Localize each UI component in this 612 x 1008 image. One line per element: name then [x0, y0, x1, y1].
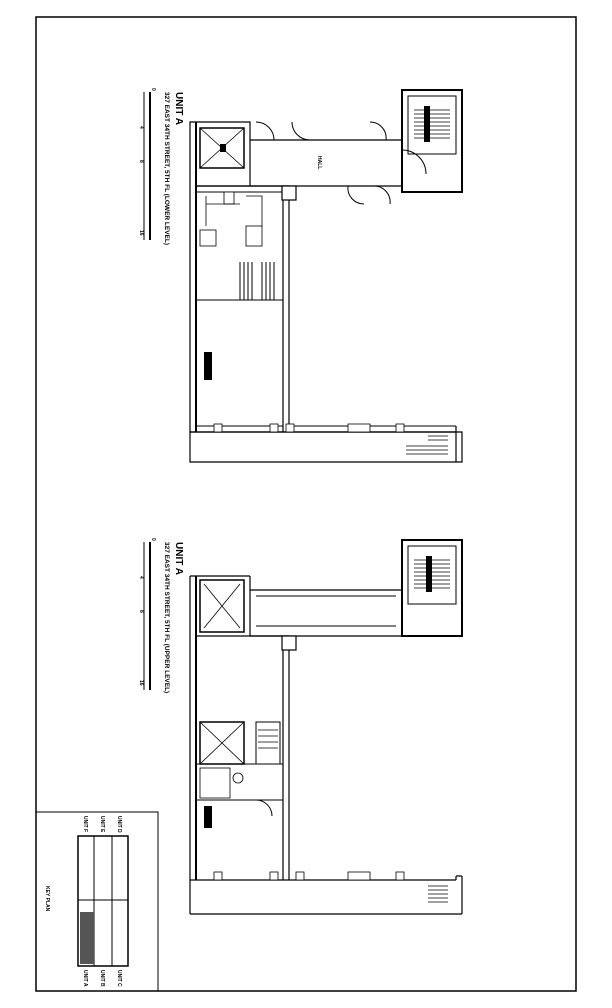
lower-scale-label-0: 0 — [150, 538, 156, 541]
upper-scale-label-16: 16 — [138, 230, 144, 236]
elevator-shaft — [199, 127, 245, 169]
key-plan-highlight — [80, 912, 94, 964]
elevator-shaft-top — [199, 579, 245, 633]
upper-scale-label-0: 0 — [150, 88, 156, 91]
key-unit-f: UNIT F — [82, 816, 88, 832]
upper-plan-title: UNIT A — [173, 92, 184, 125]
key-plan: KEY PLAN UNIT A UNIT B UNIT C UNIT D UNI… — [35, 811, 159, 992]
lower-scale-label-16: 16 — [138, 680, 144, 686]
key-unit-c: UNIT C — [116, 970, 122, 987]
upper-plan-subtitle: 327 EAST 34TH STREET, 5TH FL (LOWER LEVE… — [163, 92, 170, 245]
stair-tower — [401, 89, 463, 193]
stair-tower-top — [401, 539, 463, 637]
lower-scale-label-4: 4 — [138, 576, 144, 579]
sheet-border — [35, 16, 577, 992]
lower-scale-label-8: 8 — [138, 610, 144, 613]
key-unit-e: UNIT E — [99, 816, 105, 833]
lower-plan-title: UNIT A — [173, 542, 184, 575]
lower-plan-subtitle: 327 EAST 34TH STREET, 5TH FL (UPPER LEVE… — [163, 542, 170, 693]
upper-scale-label-8: 8 — [138, 160, 144, 163]
lower-floor-plan: UNIT A 327 EAST 34TH STREET, 5TH FL (UPP… — [138, 538, 463, 915]
upper-scale-label-4: 4 — [138, 126, 144, 129]
key-unit-b: UNIT B — [99, 970, 105, 987]
upper-floor-plan: UNIT A 327 EAST 34TH STREET, 5TH FL (LOW… — [138, 88, 463, 463]
key-unit-a: UNIT A — [82, 970, 88, 987]
hall-label: HALL — [316, 156, 322, 169]
key-plan-title: KEY PLAN — [44, 886, 50, 912]
key-unit-d: UNIT D — [116, 816, 122, 833]
